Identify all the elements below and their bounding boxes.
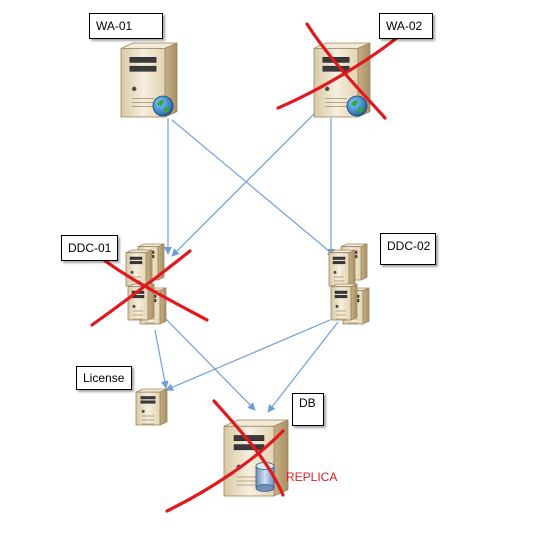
failure-cross-icon-db: [165, 399, 285, 513]
arrow-ddc02-db: [267, 321, 339, 413]
node-label-db: DB: [292, 393, 324, 426]
globe-icon: [152, 95, 174, 117]
node-label-wa01: WA-01: [89, 13, 163, 39]
connection-arrows: [154, 109, 339, 413]
server-cluster-icon-ddc02: [328, 243, 370, 325]
arrow-wa01-ddc02: [171, 119, 336, 257]
server-icons: [120, 42, 371, 497]
small-server-icon: [135, 388, 168, 426]
globe-icon: [346, 95, 368, 117]
arrow-wa02-ddc01: [171, 109, 319, 257]
web-server-icon-wa02: [313, 42, 371, 118]
node-label-ddc01: DDC-01: [61, 235, 118, 261]
node-label-license: License: [76, 366, 132, 390]
server-cluster-icon-ddc02-unit-back-left: [328, 249, 356, 287]
arrow-ddc01-db: [164, 317, 256, 411]
web-server-icon-wa01: [120, 42, 178, 118]
arrow-ddc02-license: [165, 319, 331, 391]
server-cluster-icon-ddc01-unit-back-left: [125, 249, 153, 287]
replica-annotation: REPLICA: [286, 470, 338, 484]
arrow-ddc01-license: [154, 329, 169, 389]
server-cluster-icon-ddc02-unit-front-left: [330, 283, 358, 321]
node-label-wa02: WA-02: [379, 13, 433, 39]
node-label-ddc02: DDC-02: [380, 233, 436, 265]
